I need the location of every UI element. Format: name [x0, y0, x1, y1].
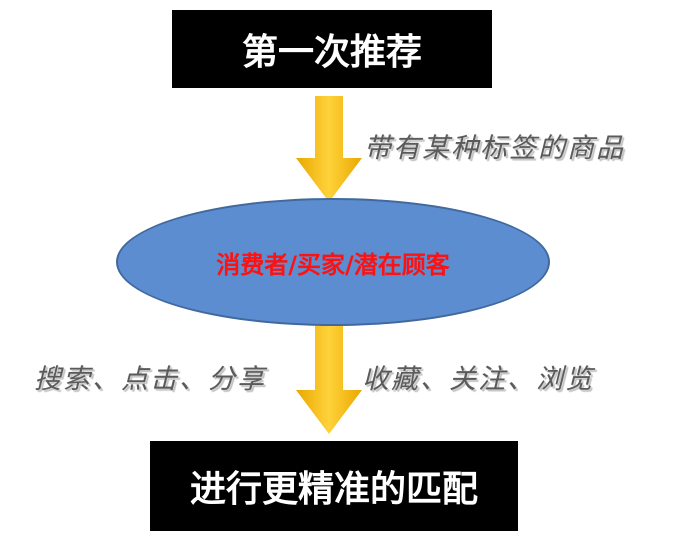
consumer-ellipse: 消费者/买家/潜在顾客 — [116, 198, 550, 326]
bottom-step-box: 进行更精准的匹配 — [150, 441, 518, 531]
down-arrow-top — [296, 96, 362, 202]
bottom-step-label: 进行更精准的匹配 — [189, 469, 478, 510]
consumer-label: 消费者/买家/潜在顾客 — [216, 250, 450, 279]
top-step-box: 第一次推荐 — [172, 10, 492, 88]
down-arrow-bottom — [296, 326, 362, 434]
bottom-left-note: 搜索、点击、分享 — [34, 364, 266, 395]
top-step-label: 第一次推荐 — [241, 32, 422, 73]
bottom-right-note: 收藏、关注、浏览 — [362, 364, 594, 395]
top-arrow-note: 带有某种标签的商品 — [364, 133, 625, 164]
